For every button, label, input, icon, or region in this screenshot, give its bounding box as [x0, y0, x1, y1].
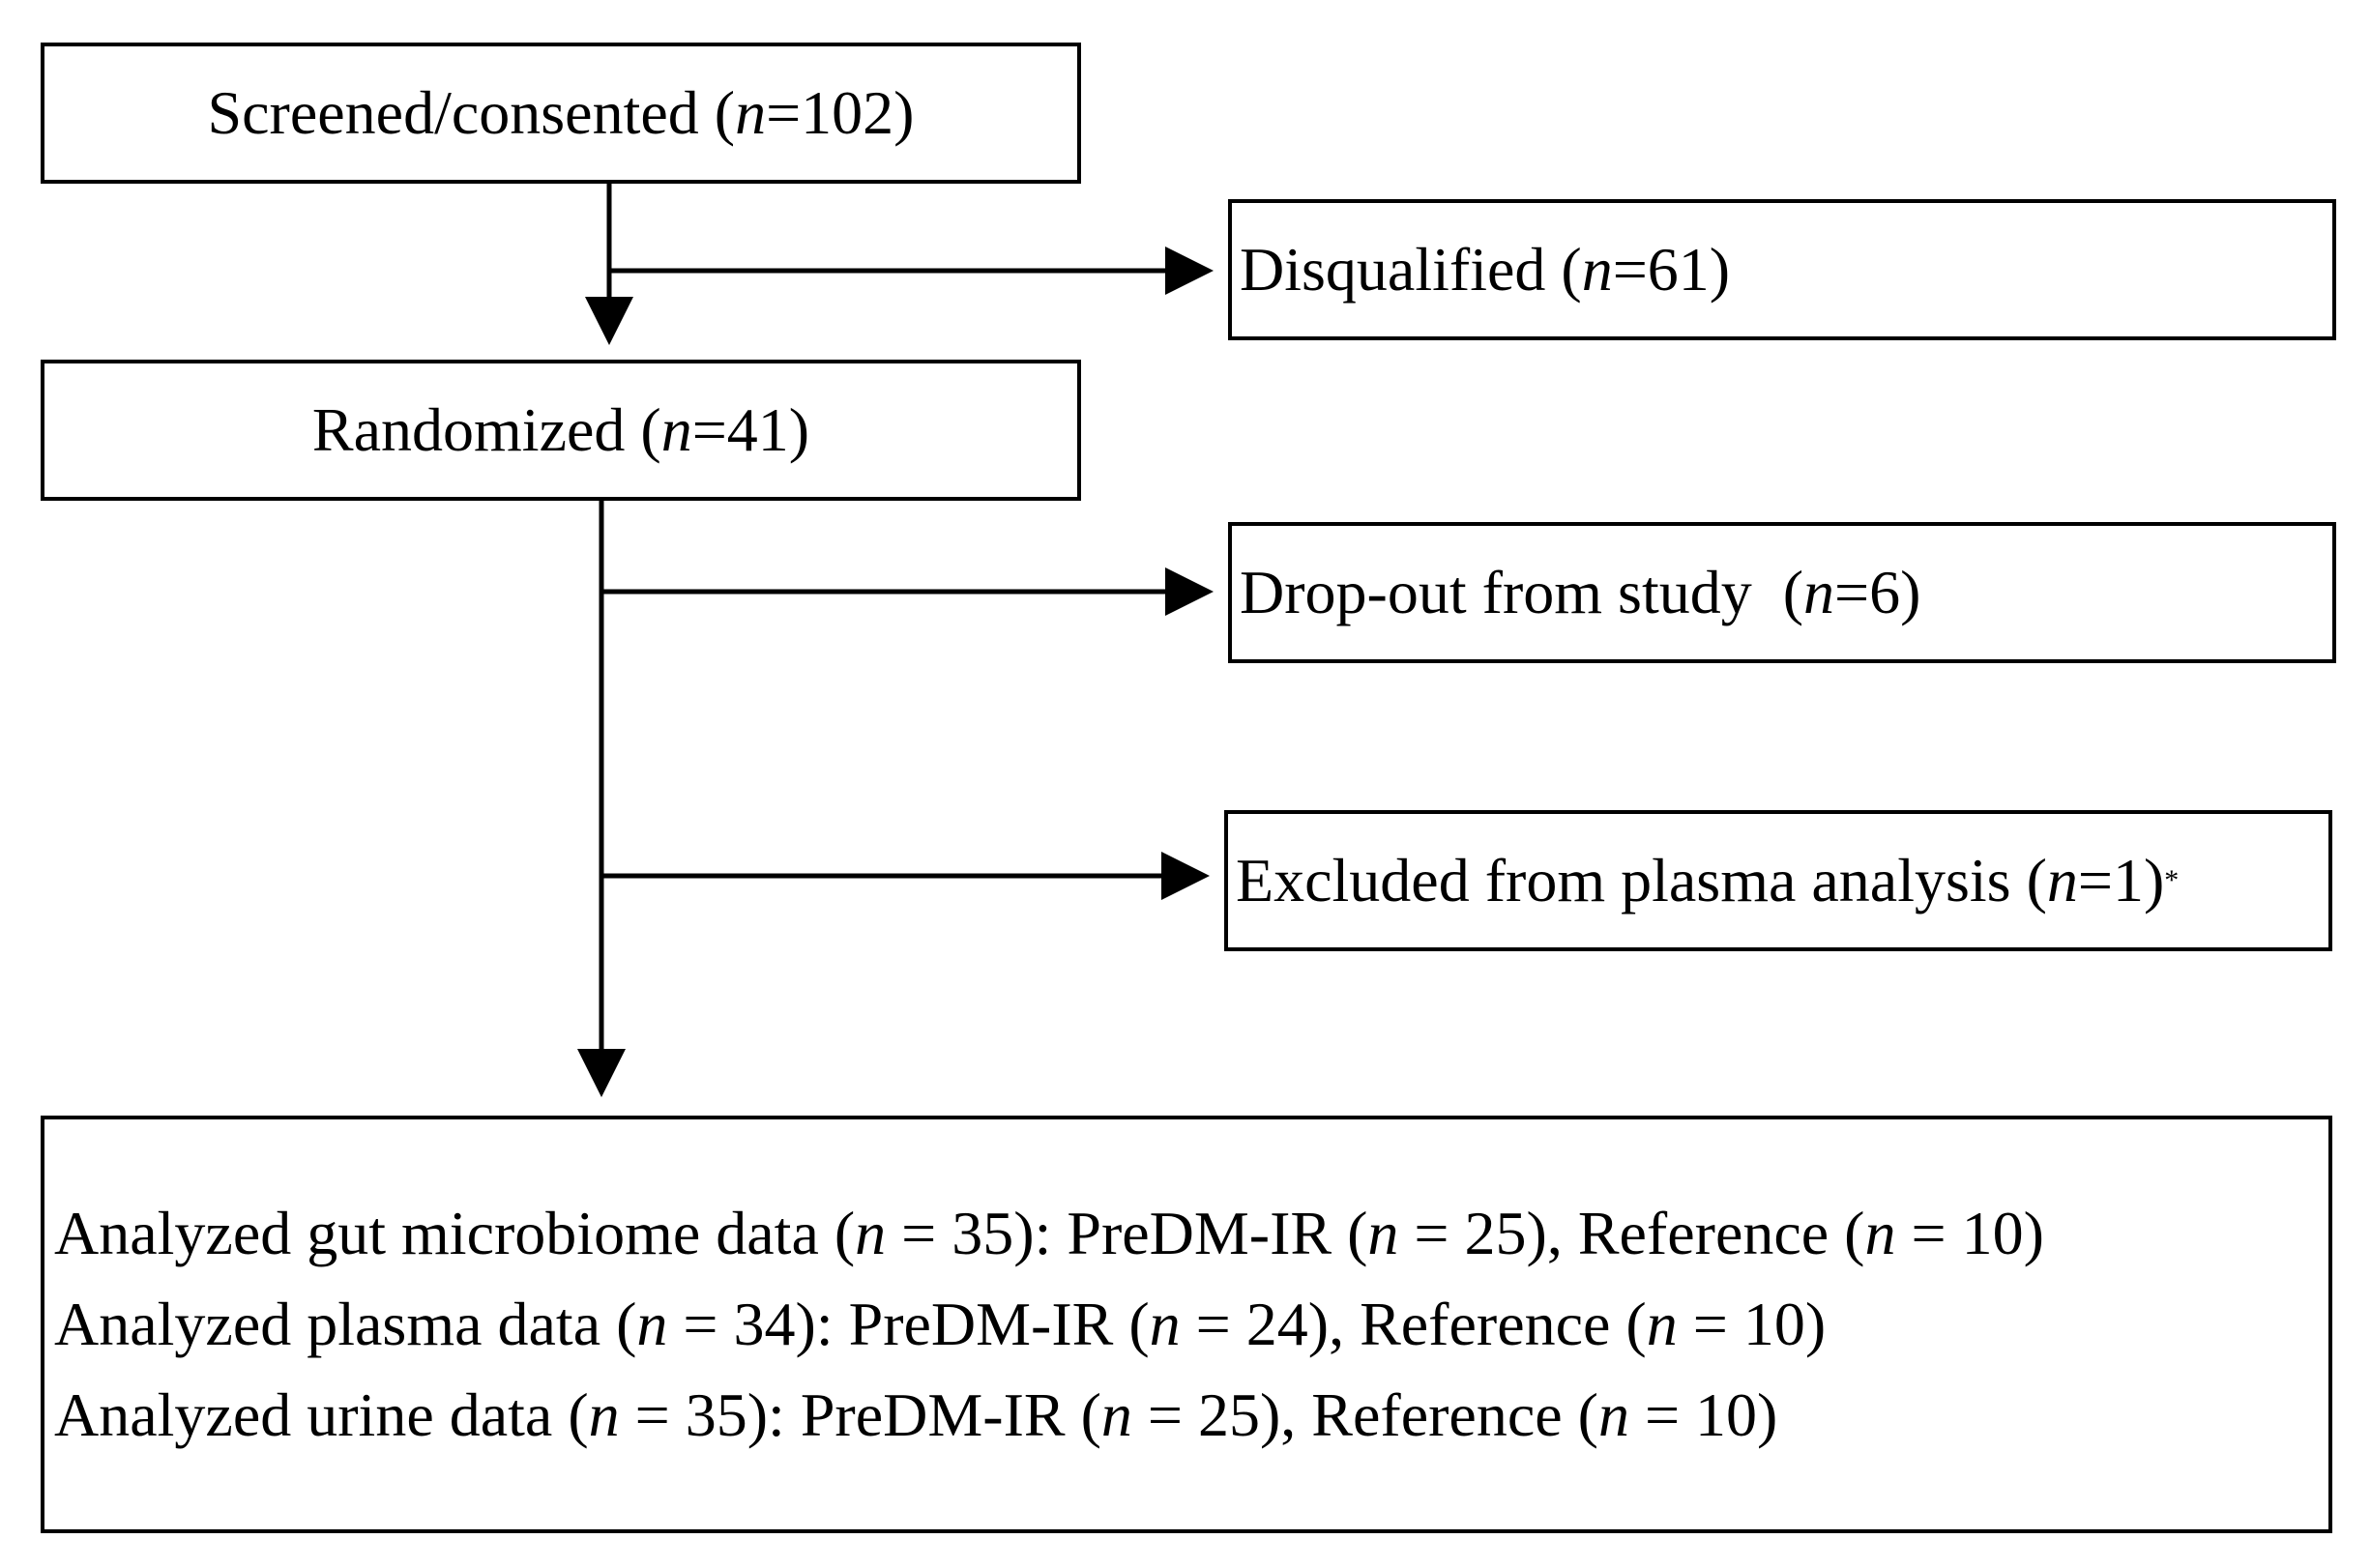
disqualified-eq: =	[1612, 235, 1648, 304]
result-group2-n: 10	[1961, 1199, 2024, 1267]
screened-n-symbol: n	[735, 78, 767, 147]
result-group1-n: 24	[1245, 1290, 1308, 1358]
result-total: 35	[685, 1380, 747, 1449]
screened-eq: =	[766, 78, 802, 147]
screened-label: Screened/consented	[207, 78, 699, 147]
result-prefix: Analyzed plasma data	[54, 1290, 601, 1358]
disqualified-count: 61	[1647, 235, 1710, 304]
result-prefix: Analyzed gut microbiome data	[54, 1199, 819, 1267]
dropout-box: Drop-out from study (n = 6)	[1228, 522, 2336, 663]
disqualified-n-symbol: n	[1581, 235, 1613, 304]
screened-box: Screened/consented (n = 102)	[41, 43, 1081, 184]
screened-count: 102	[801, 78, 894, 147]
result-group2-n: 10	[1695, 1380, 1758, 1449]
dropout-eq: =	[1834, 558, 1870, 626]
excluded-box: Excluded from plasma analysis (n = 1)*	[1224, 810, 2332, 951]
results-box: Analyzed gut microbiome data (n = 35): P…	[41, 1116, 2332, 1533]
result-line-urine: Analyzed urine data (n = 35): PreDM-IR (…	[54, 1380, 1778, 1449]
result-total: 35	[951, 1199, 1014, 1267]
result-n-symbol: n	[855, 1199, 887, 1267]
randomized-label: Randomized	[311, 395, 626, 464]
result-line-plasma: Analyzed plasma data (n = 34): PreDM-IR …	[54, 1290, 1827, 1358]
result-n-symbol: n	[1100, 1380, 1132, 1449]
result-group2-n: 10	[1742, 1290, 1805, 1358]
result-group2: Reference	[1360, 1290, 1611, 1358]
result-n-symbol: n	[636, 1290, 668, 1358]
result-prefix: Analyzed urine data	[54, 1380, 553, 1449]
result-group2: Reference	[1577, 1199, 1829, 1267]
result-group1-n: 25	[1197, 1380, 1260, 1449]
randomized-count: 41	[726, 395, 789, 464]
result-n-symbol: n	[1597, 1380, 1629, 1449]
result-group1: PreDM-IR	[1067, 1199, 1332, 1267]
result-line-microbiome: Analyzed gut microbiome data (n = 35): P…	[54, 1199, 2044, 1267]
result-n-symbol: n	[1367, 1199, 1399, 1267]
excluded-count: 1	[2112, 846, 2144, 915]
result-total: 34	[733, 1290, 796, 1358]
result-group1-n: 25	[1464, 1199, 1527, 1267]
dropout-n-symbol: n	[1803, 558, 1835, 626]
randomized-eq: =	[691, 395, 727, 464]
result-group1: PreDM-IR	[800, 1380, 1066, 1449]
dropout-count: 6	[1869, 558, 1901, 626]
dropout-label: Drop-out from study	[1240, 558, 1752, 626]
randomized-n-symbol: n	[660, 395, 692, 464]
result-group1: PreDM-IR	[848, 1290, 1114, 1358]
excluded-eq: =	[2077, 846, 2113, 915]
disqualified-box: Disqualified (n = 61)	[1228, 199, 2336, 340]
excluded-label: Excluded from plasma analysis	[1236, 846, 2011, 915]
disqualified-label: Disqualified	[1240, 235, 1546, 304]
excluded-n-symbol: n	[2046, 846, 2078, 915]
result-group2: Reference	[1311, 1380, 1563, 1449]
randomized-box: Randomized (n = 41)	[41, 360, 1081, 501]
result-n-symbol: n	[1149, 1290, 1181, 1358]
result-n-symbol: n	[1646, 1290, 1678, 1358]
result-n-symbol: n	[1864, 1199, 1896, 1267]
result-n-symbol: n	[588, 1380, 620, 1449]
